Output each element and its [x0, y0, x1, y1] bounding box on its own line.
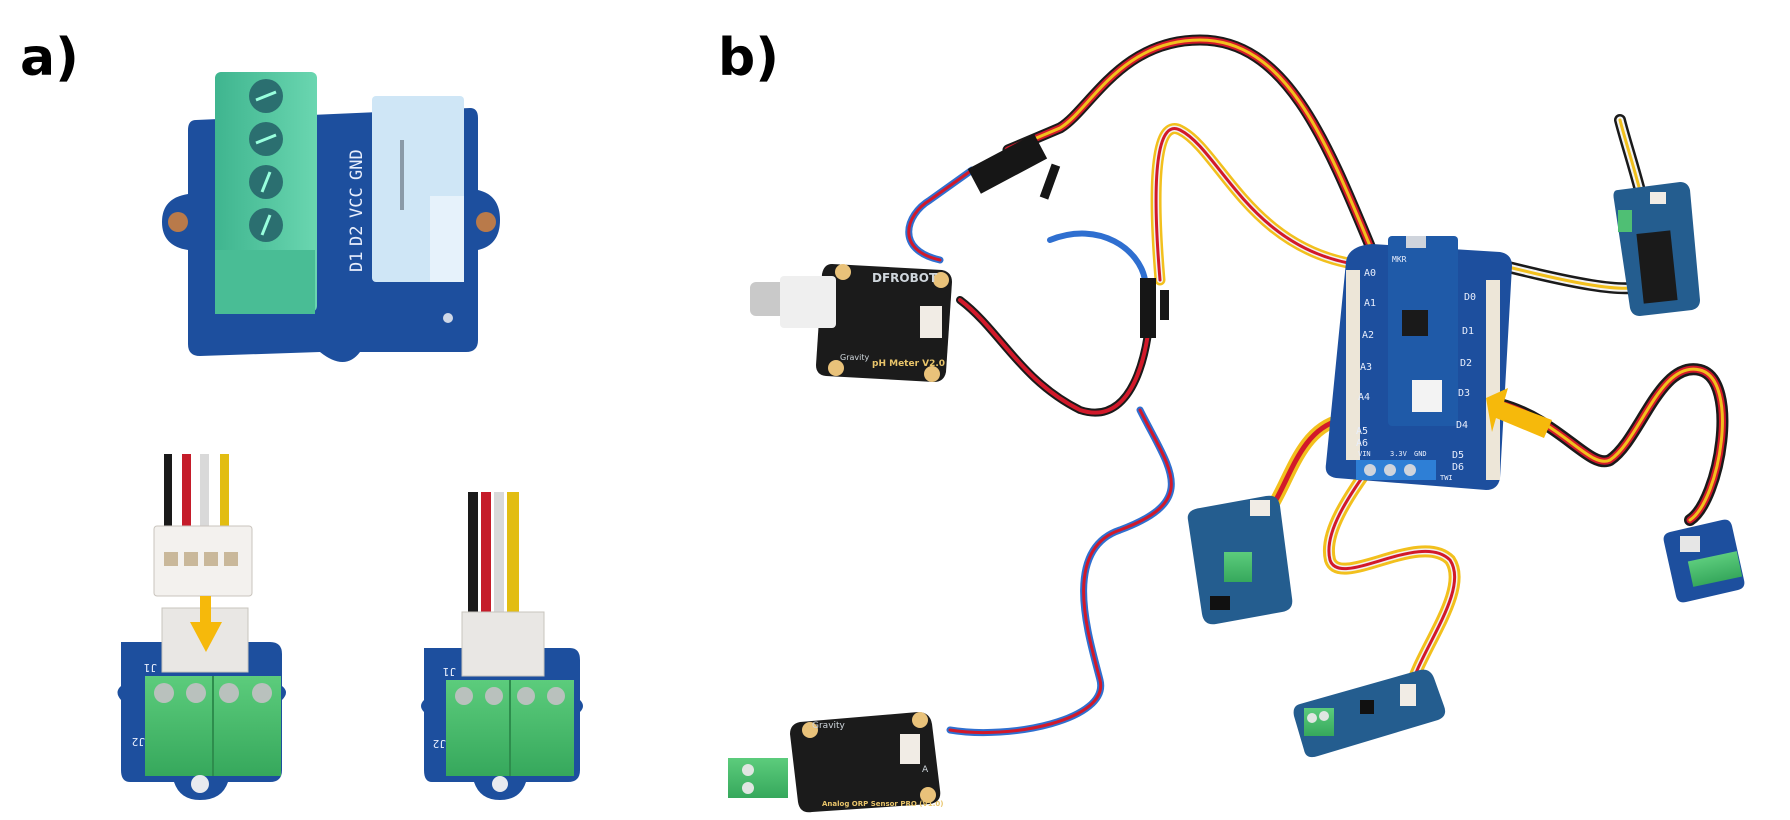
port-d1: D1 [1462, 326, 1474, 337]
orp-sensor-board: Gravity Analog ORP Sensor PRO (V1.0) A [728, 712, 943, 813]
grove-board-unplugged: J1 J2 [117, 454, 286, 800]
terminal-screws [249, 79, 283, 242]
port-d4: D4 [1456, 420, 1468, 431]
pin-label-vcc: VCC [347, 187, 367, 218]
pin-label-gnd: GND [347, 149, 367, 180]
port-a5: A5 [1356, 426, 1368, 437]
grove-cable-4-wire [164, 454, 229, 534]
orp-board-connector: A [922, 765, 929, 775]
ph-meter-board: DFROBOT pH Meter V2.0 Gravity [750, 264, 952, 382]
pin-label-d2: D2 [347, 226, 367, 246]
port-d5: D5 [1452, 450, 1464, 461]
ph-board-brand: DFROBOT [872, 271, 938, 285]
label-twi: TWI [1440, 474, 1453, 482]
right-grove-ports: D0 D1 D2 D3 D4 D5 D6 [1452, 280, 1500, 480]
port-a0: A0 [1364, 268, 1376, 279]
left-grove-ports: A0 A1 A2 A3 A4 A5 A6 [1346, 268, 1376, 460]
bnc-connector [750, 282, 788, 316]
panel-a-label: a) [20, 28, 79, 88]
label-j1: J1 [443, 665, 456, 678]
ph-board-name: pH Meter V2.0 [872, 359, 945, 369]
grove-board-plugged: J1 J2 [421, 492, 583, 800]
label-j2: J2 [433, 737, 446, 750]
port-d6: D6 [1452, 462, 1464, 473]
port-d0: D0 [1464, 292, 1476, 303]
port-d3: D3 [1458, 388, 1470, 399]
port-a3: A3 [1360, 362, 1372, 373]
label-j1: J1 [144, 661, 157, 674]
port-a6: A6 [1356, 438, 1368, 449]
grove-relay-board [1613, 182, 1700, 316]
grove-amplifier-board [1187, 495, 1293, 625]
label-gnd: GND [1414, 450, 1427, 458]
terminal-screws [154, 683, 272, 703]
grove-plug-inserted [461, 611, 545, 677]
power-terminal: VIN 3.3V GND TWI [1356, 450, 1453, 482]
orp-board-tag: Gravity [812, 721, 846, 731]
dupont-connector-vertical [1140, 278, 1169, 338]
dupont-connector [967, 133, 1048, 194]
panel-b-label: b) [718, 28, 779, 88]
cables [905, 34, 1729, 736]
bnc-housing [780, 276, 836, 328]
port-d2: D2 [1460, 358, 1472, 369]
pin-label-d1: D1 [347, 252, 367, 272]
ph-board-tag: Gravity [840, 353, 869, 362]
screw-terminal-2pin [728, 758, 788, 798]
dupont-pin [1039, 163, 1061, 200]
label-vin: VIN [1358, 450, 1371, 458]
grove-cable-4-wire [468, 492, 519, 622]
grove-screw-terminal-board [1663, 519, 1745, 603]
port-a2: A2 [1362, 330, 1374, 341]
grove-screw-terminal-board-top: D1 D2 VCC GND [162, 72, 500, 362]
label-j2: J2 [132, 735, 145, 748]
insert-arrow-icon [190, 596, 222, 652]
orp-board-name: Analog ORP Sensor PRO (V1.0) [822, 800, 943, 808]
terminal-screws [455, 687, 565, 705]
highlight-arrow-icon [1486, 388, 1552, 438]
grove-sensor-board [1293, 669, 1446, 758]
port-a1: A1 [1364, 298, 1376, 309]
mkr-carrier-board: MKR A0 A1 A2 A3 A4 A5 A6 D0 D1 D2 D3 D4 … [1325, 236, 1512, 490]
mkr-label: MKR [1392, 255, 1407, 264]
label-3v3: 3.3V [1390, 450, 1408, 458]
port-a4: A4 [1358, 392, 1370, 403]
